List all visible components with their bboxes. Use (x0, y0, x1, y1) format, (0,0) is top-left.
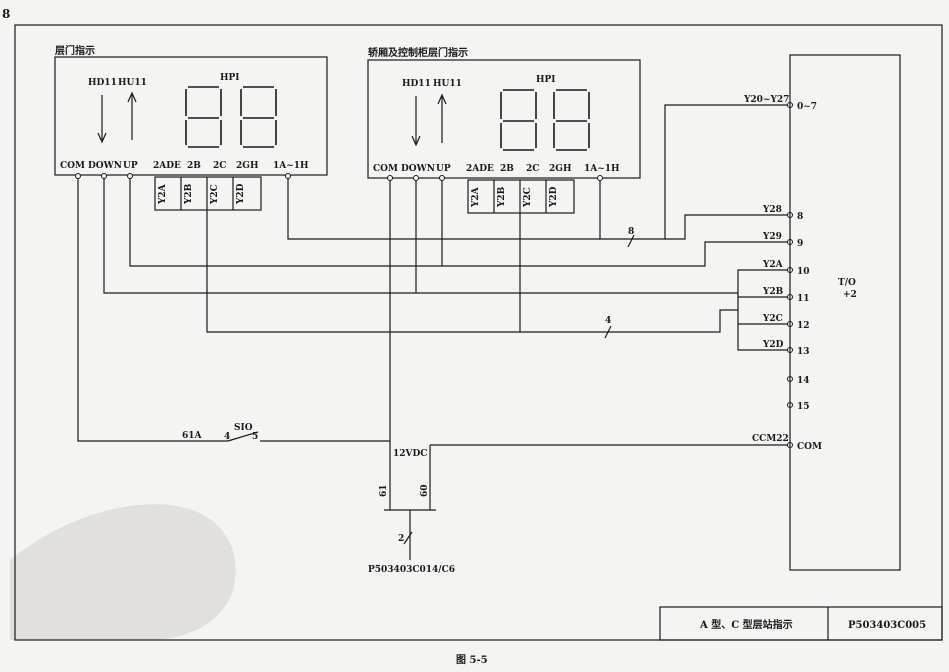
label-y2c: Y2C (523, 187, 533, 208)
up-arrow-icon (127, 91, 137, 103)
signal-y2d: Y2D (762, 340, 784, 350)
panel2-hu-label: HU11 (433, 79, 462, 89)
io-module: T/O +2 Y20~Y27 Y28 Y29 Y2A Y2B Y2C Y2D C… (743, 54, 901, 571)
terminal-com: COM (60, 161, 85, 171)
seven-segment-digit-icon (500, 89, 537, 151)
page-number: 8 (2, 7, 10, 21)
car-cabinet-indicator-panel: 轿厢及控制柜层门指示 HD11 HU11 HPI COM DOWN UP 2AD… (367, 46, 641, 179)
pin-0-7: 0~7 (797, 102, 817, 112)
switch-pin-b: 5 (252, 432, 258, 442)
panel1-hpi-label: HPI (220, 73, 239, 83)
label-y2c: Y2C (210, 184, 220, 205)
bus-slash-icon (403, 531, 413, 545)
seven-segment-digit-icon (240, 86, 277, 148)
terminal-1a-1h: 1A~1H (584, 164, 620, 174)
panel1-title: 层门指示 (55, 44, 95, 57)
signal-y2c: Y2C (762, 314, 783, 324)
terminal-2c: 2C (213, 161, 226, 171)
terminal-2gh: 2GH (236, 161, 259, 171)
terminal-2gh: 2GH (549, 164, 572, 174)
io-module-sublabel: +2 (843, 290, 857, 300)
panel1-hd-label: HD11 (88, 78, 117, 88)
wire-60-label: 60 (420, 484, 430, 497)
label-y2d: Y2D (549, 186, 559, 208)
panel2-title: 轿厢及控制柜层门指示 (368, 46, 468, 59)
pin-13: 13 (797, 347, 810, 357)
seven-segment-digit-icon (553, 89, 590, 151)
drawing-title: A 型、C 型层站指示 (699, 618, 793, 631)
seven-segment-digit-icon (185, 86, 222, 148)
signal-y28: Y28 (762, 205, 782, 215)
panel2-hd-label: HD11 (402, 79, 431, 89)
terminal-dots (75, 102, 793, 448)
terminal-up: UP (436, 164, 451, 174)
terminal-2ade: 2ADE (466, 164, 494, 174)
panel1-box (54, 56, 328, 176)
label-y2a: Y2A (471, 186, 481, 208)
title-block: A 型、C 型层站指示 P503403C005 (659, 606, 943, 641)
sheet-border (14, 24, 943, 641)
pin-11: 11 (797, 294, 810, 304)
terminal-down: DOWN (88, 161, 122, 171)
signal-ccm22: CCM22 (752, 434, 789, 444)
io-module-box (789, 54, 901, 571)
pin-15: 15 (797, 402, 810, 412)
bus-count-4: 4 (605, 316, 611, 326)
drawing-code: P503403C005 (848, 620, 926, 631)
hall-indicator-panel: 层门指示 HD11 HU11 HPI COM DOWN UP 2ADE 2B 2… (54, 44, 328, 176)
panel2-hpi-label: HPI (536, 75, 555, 85)
bus-count-2: 2 (398, 534, 404, 544)
bus-count-8: 8 (628, 227, 634, 237)
pin-12: 12 (797, 321, 810, 331)
switch-contact-icon (227, 431, 259, 442)
switch-name: SIO (234, 423, 253, 433)
power-label: 12VDC (393, 449, 427, 459)
wiring-lines (77, 104, 790, 560)
label-y2a: Y2A (158, 183, 168, 205)
bus-slash-icon (604, 325, 612, 339)
pin-com: COM (797, 442, 822, 452)
signal-y20-y27: Y20~Y27 (743, 95, 789, 105)
terminal-2b: 2B (187, 161, 201, 171)
down-arrow-icon (411, 135, 421, 147)
down-arrow-icon (97, 132, 107, 144)
figure-caption: 图 5-5 (456, 654, 488, 666)
pin-8: 8 (797, 212, 803, 222)
panel2-box (367, 59, 641, 179)
panel1-hu-label: HU11 (118, 78, 147, 88)
io-module-label: T/O (838, 278, 856, 288)
terminal-up: UP (123, 161, 138, 171)
terminal-1a-1h: 1A~1H (273, 161, 309, 171)
watermark-seal (10, 504, 236, 640)
label-y2d: Y2D (236, 183, 246, 205)
terminal-down: DOWN (401, 164, 435, 174)
terminal-2b: 2B (500, 164, 514, 174)
power-ref-label: P503403C014/C6 (368, 565, 455, 575)
signal-y29: Y29 (762, 232, 782, 242)
label-y2b: Y2B (184, 183, 194, 205)
label-y2b: Y2B (497, 186, 507, 208)
pin-10: 10 (797, 267, 810, 277)
pin-14: 14 (797, 376, 810, 386)
panel2-y-outputs: Y2A Y2B Y2C Y2D (467, 179, 575, 214)
terminal-2c: 2C (526, 164, 539, 174)
bus-slash-icon (627, 234, 635, 248)
signal-y2a: Y2A (762, 260, 784, 270)
panel1-y-outputs: Y2A Y2B Y2C Y2D (154, 176, 262, 211)
terminal-2ade: 2ADE (153, 161, 181, 171)
signal-y2b: Y2B (762, 287, 784, 297)
switch-pin-a: 4 (224, 432, 230, 442)
terminal-com: COM (373, 164, 398, 174)
pin-9: 9 (797, 239, 803, 249)
up-arrow-icon (437, 93, 447, 105)
wire-61a-label: 61A (182, 431, 203, 441)
wire-61-label: 61 (379, 484, 389, 497)
